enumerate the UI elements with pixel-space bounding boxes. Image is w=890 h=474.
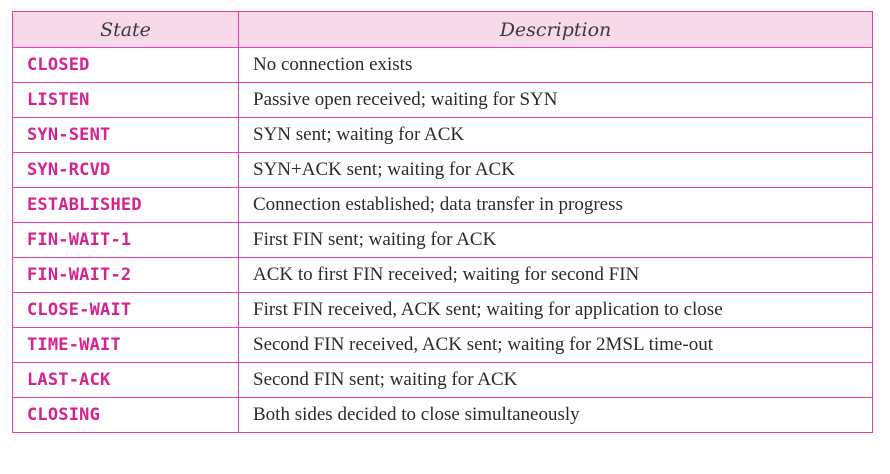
state-cell: CLOSE-WAIT [12, 292, 239, 328]
description-cell: Connection established; data transfer in… [238, 187, 873, 223]
state-cell: CLOSED [12, 47, 239, 83]
state-cell: SYN-RCVD [12, 152, 239, 188]
header-description: Description [238, 11, 873, 48]
header-row: State Description [12, 11, 873, 48]
table-row: ESTABLISHED Connection established; data… [12, 187, 873, 223]
state-cell: ESTABLISHED [12, 187, 239, 223]
description-cell: Passive open received; waiting for SYN [238, 82, 873, 118]
state-cell: FIN-WAIT-1 [12, 222, 239, 258]
state-cell: SYN-SENT [12, 117, 239, 153]
state-cell: LAST-ACK [12, 362, 239, 398]
table-header: State Description [12, 11, 873, 48]
table-row: LISTEN Passive open received; waiting fo… [12, 82, 873, 118]
table-row: LAST-ACK Second FIN sent; waiting for AC… [12, 362, 873, 398]
table-row: FIN-WAIT-2 ACK to first FIN received; wa… [12, 257, 873, 293]
description-cell: No connection exists [238, 47, 873, 83]
header-state: State [12, 11, 239, 48]
description-cell: SYN+ACK sent; waiting for ACK [238, 152, 873, 188]
description-cell: Both sides decided to close simultaneous… [238, 397, 873, 433]
table-row: CLOSED No connection exists [12, 47, 873, 83]
table-row: TIME-WAIT Second FIN received, ACK sent;… [12, 327, 873, 363]
table-row: SYN-RCVD SYN+ACK sent; waiting for ACK [12, 152, 873, 188]
state-cell: TIME-WAIT [12, 327, 239, 363]
description-cell: Second FIN received, ACK sent; waiting f… [238, 327, 873, 363]
table-row: CLOSING Both sides decided to close simu… [12, 397, 873, 433]
table-row: CLOSE-WAIT First FIN received, ACK sent;… [12, 292, 873, 328]
description-cell: First FIN sent; waiting for ACK [238, 222, 873, 258]
description-cell: SYN sent; waiting for ACK [238, 117, 873, 153]
state-cell: FIN-WAIT-2 [12, 257, 239, 293]
description-cell: Second FIN sent; waiting for ACK [238, 362, 873, 398]
table-body: CLOSED No connection exists LISTEN Passi… [12, 47, 873, 433]
state-cell: LISTEN [12, 82, 239, 118]
description-cell: First FIN received, ACK sent; waiting fo… [238, 292, 873, 328]
tcp-states-table: State Description CLOSED No connection e… [12, 11, 873, 433]
table-row: SYN-SENT SYN sent; waiting for ACK [12, 117, 873, 153]
table-row: FIN-WAIT-1 First FIN sent; waiting for A… [12, 222, 873, 258]
description-cell: ACK to first FIN received; waiting for s… [238, 257, 873, 293]
state-cell: CLOSING [12, 397, 239, 433]
